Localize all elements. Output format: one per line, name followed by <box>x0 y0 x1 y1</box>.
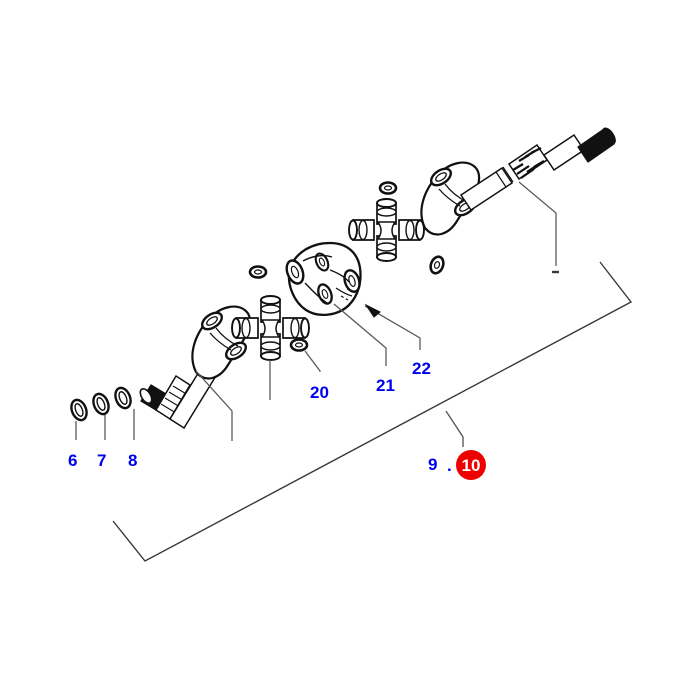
grease-fitting-part-22 <box>364 303 421 350</box>
callout-label-9[interactable]: 9 <box>428 455 438 474</box>
ring-part-8 <box>114 386 132 410</box>
snap-ring-upper-right <box>378 181 398 195</box>
leader-line-right-shaft <box>518 181 557 266</box>
callout-separator: . <box>447 456 452 475</box>
callout-label-20[interactable]: 20 <box>310 383 329 402</box>
leader-line-part-21 <box>333 303 387 366</box>
leader-lines-left-rings <box>75 409 135 440</box>
leader-line-part-20 <box>304 350 321 372</box>
assembly-bracket <box>112 261 633 562</box>
snap-ring-lower-right <box>429 255 445 275</box>
callout-label-22[interactable]: 22 <box>412 359 431 378</box>
leader-line-left-yoke <box>195 370 233 441</box>
ring-part-6 <box>70 398 88 422</box>
ring-part-7 <box>92 392 110 416</box>
snap-ring-part-20 <box>289 338 309 352</box>
universal-joint-cross-right <box>348 198 425 262</box>
callout-label-7[interactable]: 7 <box>97 451 107 470</box>
snap-ring-upper-left <box>248 265 268 279</box>
callout-label-6[interactable]: 6 <box>68 451 78 470</box>
left-slip-yoke <box>139 305 252 430</box>
universal-joint-cross-left <box>231 295 310 361</box>
center-flange-yoke <box>285 241 362 316</box>
right-yoke-with-shaft <box>420 127 616 236</box>
callout-label-8[interactable]: 8 <box>128 451 138 470</box>
assembly-bracket-leader <box>445 410 464 447</box>
callout-label-21[interactable]: 21 <box>376 376 395 395</box>
callout-label-10-highlighted[interactable]: 10 <box>456 450 486 480</box>
